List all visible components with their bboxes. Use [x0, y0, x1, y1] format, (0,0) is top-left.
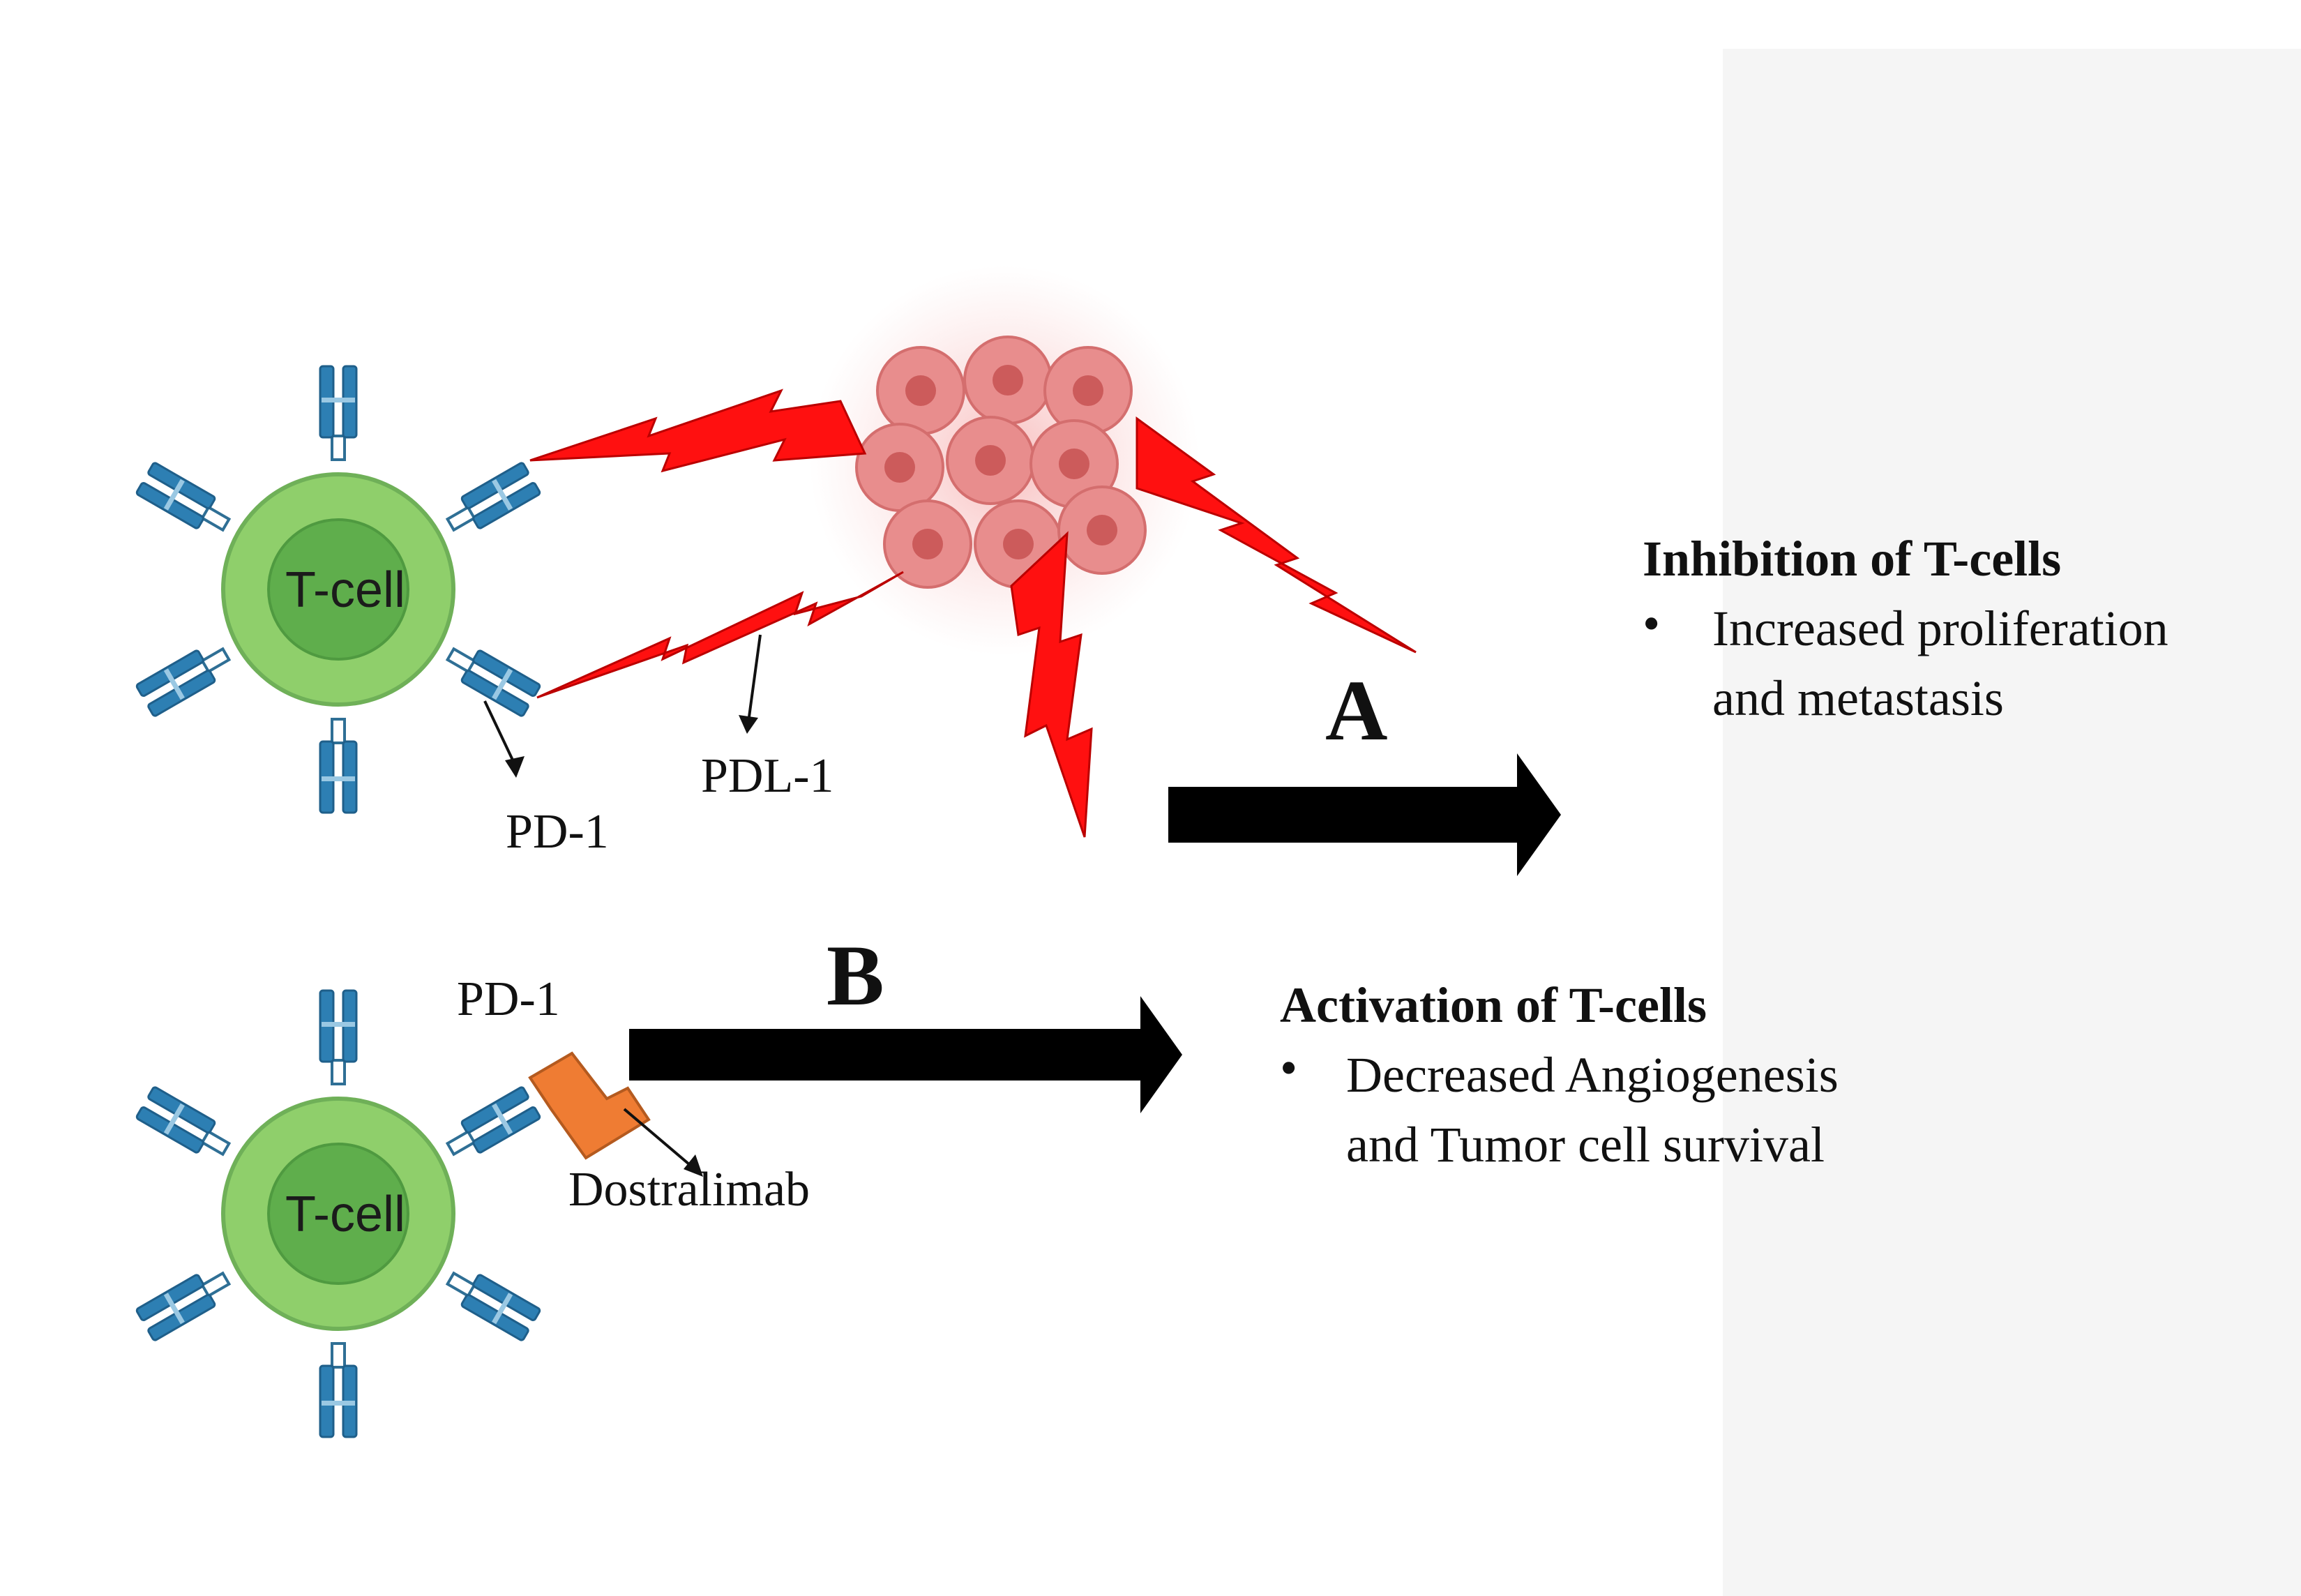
- t-cell-icon-top: T-cell: [134, 365, 543, 814]
- inhibition-line-2: and metastasis: [1712, 670, 2004, 726]
- lightning-bolt-icon-1: [529, 389, 867, 473]
- panel-b-arrow: [629, 996, 1182, 1113]
- lightning-bolt-icon-4: [1136, 416, 1417, 654]
- inhibition-heading: Inhibition of T-cells: [1643, 531, 2061, 587]
- t-cell-label-top: T-cell: [285, 562, 405, 618]
- t-cell-label-bottom: T-cell: [285, 1187, 405, 1242]
- dostralimab-label: Dostralimab: [568, 1163, 810, 1217]
- pdl1-callout-arrow: [739, 634, 762, 734]
- panel-a-letter: A: [1325, 663, 1388, 758]
- lightning-bolt-icon-2: [536, 571, 904, 699]
- pd1-label-bottom: PD-1: [457, 972, 560, 1026]
- inhibition-bullet: •: [1643, 596, 1660, 652]
- tumor-cell-cluster-icon: [809, 265, 1200, 656]
- inhibition-line-1: Increased proliferation: [1712, 601, 2168, 656]
- pdl1-label: PDL-1: [701, 749, 834, 803]
- activation-bullet: •: [1280, 1040, 1297, 1096]
- right-background-panel: [1723, 49, 2301, 1596]
- activation-line-2: and Tumor cell survival: [1346, 1117, 1825, 1173]
- dostralimab-callout-arrow: [623, 1108, 703, 1177]
- pd1-label-top: PD-1: [506, 805, 609, 859]
- panel-b-letter: B: [827, 928, 884, 1023]
- dostralimab-antibody-icon: [528, 1051, 651, 1160]
- panel-a-arrow: [1168, 753, 1561, 876]
- activation-line-1: Decreased Angiogenesis: [1346, 1047, 1839, 1103]
- pd1-callout-arrow-top: [483, 700, 525, 778]
- lightning-bolt-icon-3: [1010, 531, 1093, 838]
- activation-heading: Activation of T-cells: [1280, 977, 1707, 1033]
- t-cell-icon-bottom: T-cell: [134, 989, 543, 1438]
